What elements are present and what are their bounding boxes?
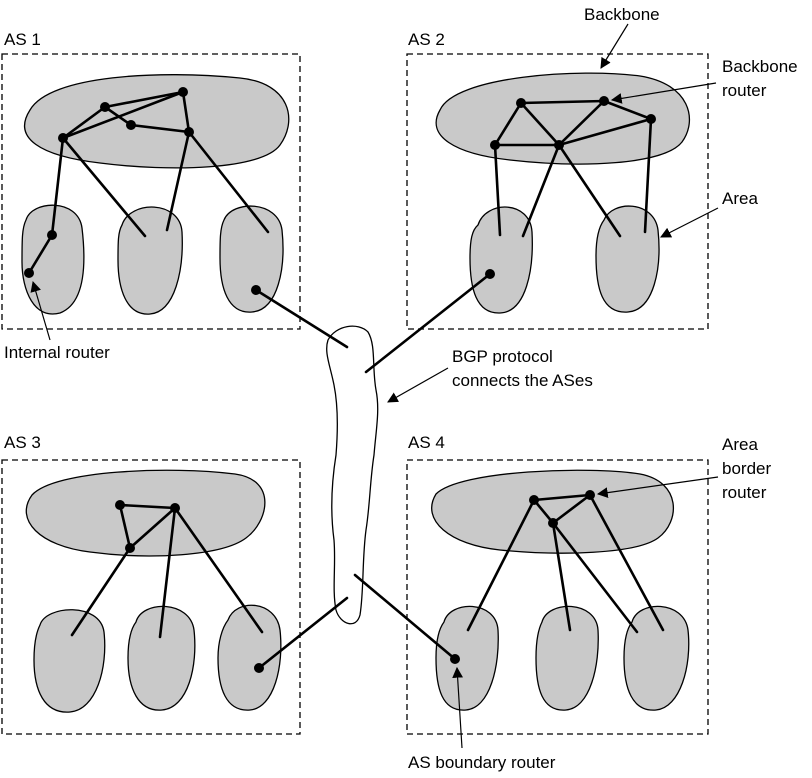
as2-backbone-router xyxy=(599,96,609,106)
area-border-router-label-line2: border xyxy=(722,459,771,478)
as4-label: AS 4 xyxy=(408,433,445,452)
bgp-links xyxy=(254,272,492,670)
as3-boundary xyxy=(1,459,301,735)
as1-backbone-router xyxy=(100,102,110,112)
as2-area-border-router xyxy=(646,114,656,124)
area-label: Area xyxy=(722,189,758,208)
as4-area-border-router xyxy=(585,490,595,500)
as4-area-right xyxy=(623,605,690,711)
area-border-router-label-line3: router xyxy=(722,483,767,502)
as2-area-right xyxy=(595,205,660,313)
as2-backbone-router xyxy=(516,98,526,108)
as2-area-border-router xyxy=(490,140,500,150)
as4-backbone-router xyxy=(529,495,539,505)
as1-internal-router xyxy=(24,268,34,278)
as2-boundary xyxy=(406,53,709,330)
backbone-router-label-line1: Backbone xyxy=(722,57,798,76)
as1-area-right xyxy=(219,205,284,313)
internal-router-label: Internal router xyxy=(4,343,110,362)
as1-area-border-router xyxy=(184,127,194,137)
as3-area-right xyxy=(217,604,282,711)
backbone-label: Backbone xyxy=(584,5,660,24)
as4-boundary xyxy=(406,459,709,735)
bgp-label-line2: connects the ASes xyxy=(452,371,593,390)
as-boundary-router-pointer xyxy=(452,666,463,749)
area-pointer xyxy=(660,207,719,238)
backbone-pointer xyxy=(600,23,629,69)
as3-backbone-router xyxy=(115,500,125,510)
as3-group: AS 3 xyxy=(1,433,301,735)
as1-internal-router xyxy=(47,230,57,240)
callouts: Backbone Backbone router Area Internal r… xyxy=(4,5,798,772)
as2-links xyxy=(493,99,653,238)
as2-area-left xyxy=(469,206,533,314)
as4-area-border-router xyxy=(548,518,558,528)
as1-backbone-router xyxy=(126,120,136,130)
as2-backbone-area xyxy=(435,72,691,165)
as3-backbone-area xyxy=(25,469,266,557)
as3-label: AS 3 xyxy=(4,433,41,452)
as1-group: AS 1 xyxy=(1,30,301,330)
backbone-router-label-line2: router xyxy=(722,81,767,100)
as4-links xyxy=(466,493,665,634)
internal-router-pointer xyxy=(30,280,51,341)
as1-area-middle xyxy=(117,206,183,315)
as2-group: AS 2 xyxy=(406,30,709,330)
as3-area-middle xyxy=(127,605,196,711)
as1-boundary xyxy=(1,53,301,330)
as1-area-border-router xyxy=(58,133,68,143)
as1-links xyxy=(27,90,270,275)
as4-area-middle xyxy=(535,605,599,711)
bgp-pointer xyxy=(387,367,449,403)
as-boundary-router-label: AS boundary router xyxy=(408,753,556,772)
as1-backbone-area xyxy=(24,74,290,169)
as4-backbone-area xyxy=(431,469,674,554)
as4-area-left xyxy=(435,605,499,711)
as3-area-border-router xyxy=(125,543,135,553)
area-border-router-pointer xyxy=(596,476,719,498)
as2-area-border-router xyxy=(554,140,564,150)
as3-area-left xyxy=(33,609,106,713)
bgp-label-line1: BGP protocol xyxy=(452,347,553,366)
as1-label: AS 1 xyxy=(4,30,41,49)
as2-label: AS 2 xyxy=(408,30,445,49)
as3-links xyxy=(70,503,264,639)
backbone-router-pointer xyxy=(610,82,717,104)
as3-area-border-router xyxy=(170,503,180,513)
as4-group: AS 4 xyxy=(406,433,709,735)
as1-backbone-router xyxy=(178,87,188,97)
bgp-cloud xyxy=(326,325,379,625)
area-border-router-label-line1: Area xyxy=(722,435,758,454)
